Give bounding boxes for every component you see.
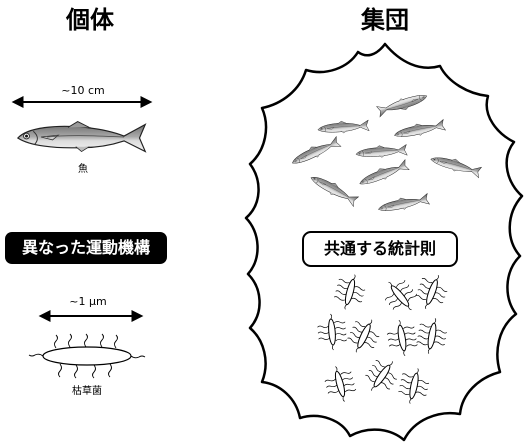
fish-scale-label: ~10 cm [61, 84, 105, 97]
collective-heading: 集団 [361, 6, 409, 34]
bacteria-scale-label: ~1 μm [69, 295, 107, 308]
bacteria-caption: 枯草菌 [72, 386, 102, 397]
individual-heading: 個体 [66, 6, 114, 34]
fish-caption: 魚 [78, 164, 88, 175]
fish-icon [17, 120, 146, 153]
different-mechanism-label: 異なった運動機構 [5, 232, 167, 264]
bacterium-icon [28, 333, 146, 379]
common-statistics-label: 共通する統計則 [302, 231, 458, 267]
